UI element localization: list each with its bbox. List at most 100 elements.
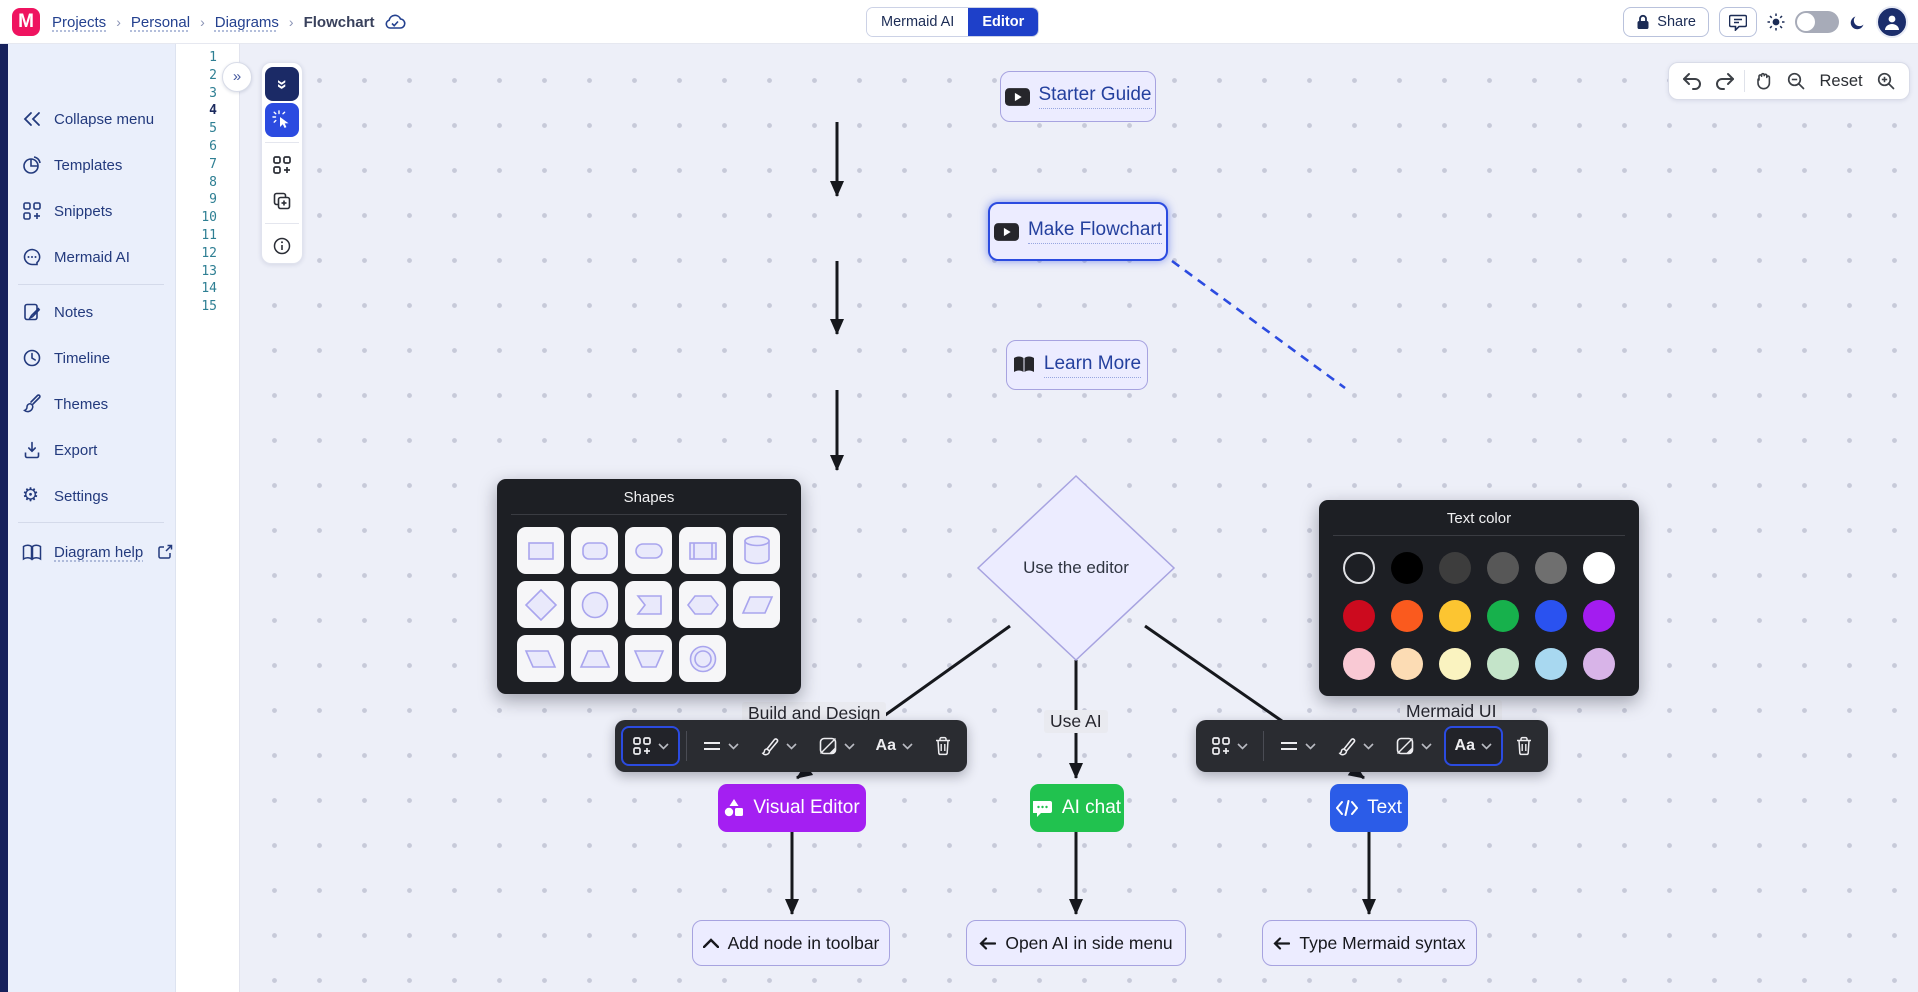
breadcrumb-separator: › — [288, 14, 294, 30]
share-button[interactable]: Share — [1623, 7, 1709, 37]
color-swatch-#fa5a1e[interactable] — [1391, 600, 1423, 632]
edge-label-mermaid-ui[interactable]: Mermaid UI — [1400, 700, 1503, 723]
shape-tile-odd[interactable] — [625, 581, 672, 628]
node-starter-guide[interactable]: Starter Guide — [1000, 71, 1156, 122]
node-learn-more[interactable]: Learn More — [1006, 340, 1148, 390]
add-shape-button[interactable] — [265, 148, 299, 182]
shape-menu-button[interactable] — [621, 726, 680, 766]
color-swatch-#fcc531[interactable] — [1439, 600, 1471, 632]
pan-hand-button[interactable] — [1751, 66, 1777, 96]
info-button[interactable] — [265, 229, 299, 263]
color-swatch-#fcdcb4[interactable] — [1391, 648, 1423, 680]
sidebar-item-export[interactable]: Export — [8, 432, 176, 468]
node-open-ai-in-side-menu[interactable]: Open AI in side menu — [966, 920, 1186, 966]
shape-tile-lean-left[interactable] — [517, 635, 564, 682]
sidebar-item-collapse-menu[interactable]: Collapse menu — [8, 101, 176, 137]
sidebar-label: Settings — [54, 487, 109, 505]
color-swatch-#6f6f6f[interactable] — [1535, 552, 1567, 584]
expand-editor-button[interactable]: » — [222, 62, 252, 92]
shape-tile-trapezoid[interactable] — [571, 635, 618, 682]
stroke-color-button[interactable] — [1328, 726, 1383, 766]
shape-tile-inverted-trapezoid[interactable] — [625, 635, 672, 682]
delete-button[interactable] — [1506, 726, 1542, 766]
node-use-the-editor[interactable]: Use the editor — [1023, 558, 1129, 577]
breadcrumb-diagrams[interactable]: Diagrams — [214, 13, 279, 31]
shape-menu-button[interactable] — [1202, 726, 1257, 766]
text-style-button[interactable]: Aa — [867, 726, 922, 766]
color-swatch-#ffffff[interactable] — [1583, 552, 1615, 584]
color-swatch-#17b14c[interactable] — [1487, 600, 1519, 632]
feedback-button[interactable] — [1719, 7, 1757, 37]
shape-tile-hexagon[interactable] — [679, 581, 726, 628]
user-avatar[interactable] — [1876, 6, 1908, 38]
color-swatch-#c4e4c9[interactable] — [1487, 648, 1519, 680]
theme-toggle-switch[interactable] — [1795, 11, 1839, 33]
shape-tile-subroutine[interactable] — [679, 527, 726, 574]
color-swatch-#3d3d3d[interactable] — [1439, 552, 1471, 584]
line-style-button[interactable] — [693, 726, 748, 766]
tab-editor[interactable]: Editor — [968, 8, 1039, 36]
breadcrumb-projects[interactable]: Projects — [52, 13, 107, 31]
breadcrumb-personal[interactable]: Personal — [130, 13, 191, 31]
color-swatch-#cc0a1e[interactable] — [1343, 600, 1375, 632]
color-swatch-icon — [1396, 737, 1413, 755]
node-type-mermaid-syntax[interactable]: Type Mermaid syntax — [1262, 920, 1477, 966]
zoom-out-button[interactable] — [1783, 66, 1809, 96]
node-visual-editor[interactable]: Visual Editor — [718, 784, 866, 832]
tab-mermaid-ai[interactable]: Mermaid AI — [867, 8, 969, 36]
sidebar-item-snippets[interactable]: Snippets — [8, 193, 176, 229]
mermaid-logo[interactable]: M — [12, 8, 40, 36]
redo-button[interactable] — [1711, 66, 1737, 96]
color-swatch-#2a52f0[interactable] — [1535, 600, 1567, 632]
reset-zoom-button[interactable]: Reset — [1819, 71, 1863, 90]
zoom-in-button[interactable] — [1873, 66, 1899, 96]
sidebar-item-timeline[interactable]: Timeline — [8, 340, 176, 376]
sidebar-item-mermaid-ai[interactable]: Mermaid AI — [8, 239, 176, 275]
color-swatch-#faf3c0[interactable] — [1439, 648, 1471, 680]
shape-tile-circle[interactable] — [571, 581, 618, 628]
shape-tile-rounded-rectangle[interactable] — [571, 527, 618, 574]
select-tool-button[interactable] — [265, 103, 299, 137]
sidebar-item-notes[interactable]: Notes — [8, 294, 176, 330]
duplicate-button[interactable] — [265, 184, 299, 218]
sidebar-divider — [18, 522, 164, 523]
shape-tile-stadium[interactable] — [625, 527, 672, 574]
sidebar-item-templates[interactable]: Templates — [8, 147, 176, 183]
color-swatch-#a8d8f0[interactable] — [1535, 648, 1567, 680]
color-swatch-#a31cf0[interactable] — [1583, 600, 1615, 632]
color-swatch-none[interactable] — [1343, 552, 1375, 584]
line-number: 9 — [209, 192, 217, 208]
node-ai-chat[interactable]: AI chat — [1030, 784, 1124, 832]
sidebar-label: Templates — [54, 156, 123, 174]
stroke-color-button[interactable] — [751, 726, 806, 766]
line-number: 13 — [201, 263, 217, 279]
fill-color-button[interactable] — [1386, 726, 1441, 766]
node-add-node-in-toolbar[interactable]: Add node in toolbar — [692, 920, 890, 966]
line-style-button[interactable] — [1270, 726, 1325, 766]
node-label: Text — [1367, 797, 1402, 818]
undo-button[interactable] — [1679, 66, 1705, 96]
color-swatch-#f9c9d4[interactable] — [1343, 648, 1375, 680]
sidebar-item-settings[interactable]: ⚙ Settings — [8, 478, 176, 514]
collapse-toolbar-button[interactable]: » — [265, 67, 299, 101]
sun-icon — [1767, 13, 1785, 31]
fill-color-button[interactable] — [809, 726, 864, 766]
node-make-flowchart[interactable]: Make Flowchart — [988, 202, 1168, 261]
color-swatch-#d8b4e8[interactable] — [1583, 648, 1615, 680]
shape-tile-lean-right[interactable] — [733, 581, 780, 628]
shape-tile-rectangle[interactable] — [517, 527, 564, 574]
sidebar-item-diagram-help[interactable]: Diagram help — [8, 534, 176, 570]
text-style-button[interactable]: Aa — [1443, 726, 1503, 766]
subroutine-shape-icon — [688, 541, 717, 560]
color-swatch-#575757[interactable] — [1487, 552, 1519, 584]
lean-left-shape-icon — [524, 649, 556, 668]
shape-tile-diamond[interactable] — [517, 581, 564, 628]
shape-tile-double-circle[interactable] — [679, 635, 726, 682]
sidebar-item-themes[interactable]: Themes — [8, 386, 176, 422]
diagram-canvas[interactable] — [240, 44, 1918, 992]
delete-button[interactable] — [925, 726, 961, 766]
shape-tile-cylinder[interactable] — [733, 527, 780, 574]
color-swatch-#000000[interactable] — [1391, 552, 1423, 584]
edge-label-use-ai[interactable]: Use AI — [1044, 710, 1108, 733]
node-text[interactable]: Text — [1330, 784, 1408, 832]
